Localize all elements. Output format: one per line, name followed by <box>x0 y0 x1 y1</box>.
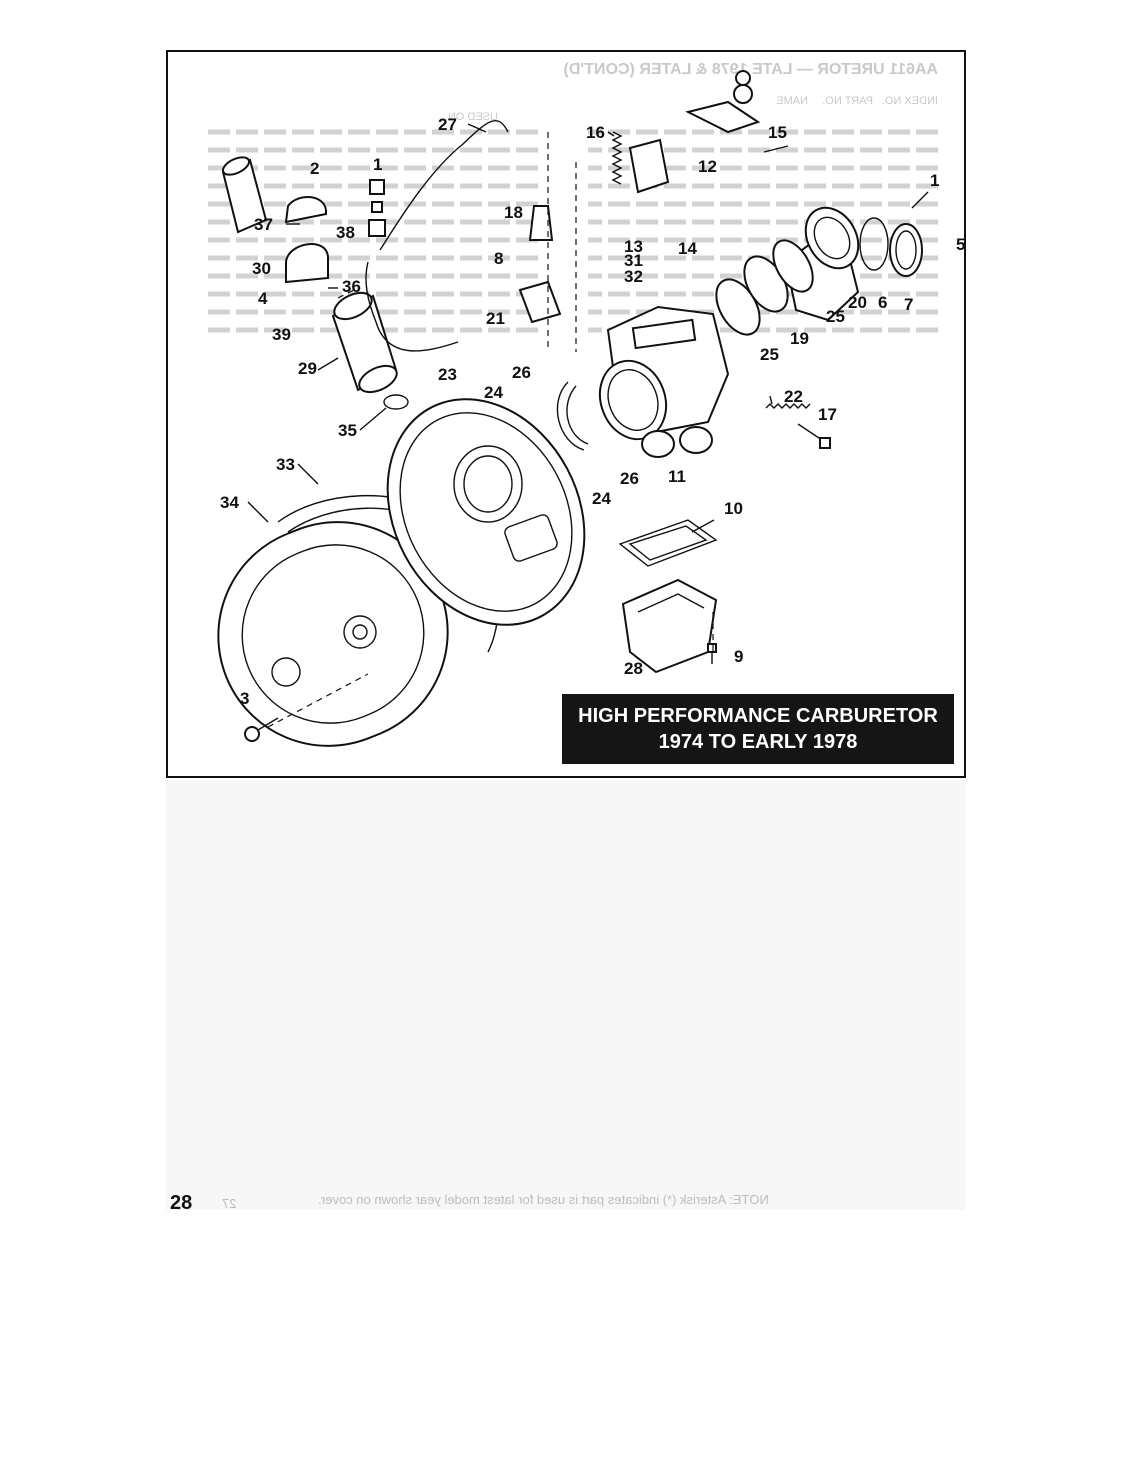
ghost-col-name: NAME <box>776 95 808 107</box>
callout-14: 14 <box>678 239 697 258</box>
callout-4: 4 <box>258 289 268 308</box>
callout-28: 28 <box>624 659 643 678</box>
ghost-col-part: PART NO. <box>822 95 873 107</box>
throttle-cable-27 <box>365 120 509 352</box>
intake-tube-29 <box>331 291 398 394</box>
callout-1-right: 1 <box>930 171 939 190</box>
callout-22: 22 <box>784 387 803 406</box>
callout-34: 34 <box>220 493 239 512</box>
air-cleaner-cover-34 <box>217 521 449 747</box>
enrichener-18 <box>528 205 554 241</box>
diagram-frame: AA611 URETOR — LATE 1978 & LATER (CONT'D… <box>166 50 966 778</box>
backplate-23 <box>386 398 586 626</box>
callout-7: 7 <box>904 295 913 314</box>
page-number: 28 <box>170 1192 193 1214</box>
fittings-column <box>368 179 386 237</box>
callout-10: 10 <box>724 499 743 518</box>
callout-27: 27 <box>438 115 457 134</box>
callout-2: 2 <box>310 159 319 178</box>
callout-24-bottom: 24 <box>592 489 611 508</box>
ghost-footer-note: NOTE: Asterisk (*) indicates part is use… <box>318 1192 769 1207</box>
o-ring-6 <box>859 217 889 271</box>
figure-title-line1: HIGH PERFORMANCE CARBURETOR <box>578 705 938 727</box>
callout-30: 30 <box>252 259 271 278</box>
fuel-line-hose <box>556 381 589 451</box>
spring-16 <box>611 131 623 185</box>
bolt-17 <box>797 423 831 449</box>
callout-11: 11 <box>668 467 686 486</box>
callout-5: 5 <box>956 235 965 254</box>
callout-25-right: 25 <box>826 307 845 326</box>
callout-33: 33 <box>276 455 295 474</box>
carb-top-cover-12 <box>628 138 670 194</box>
callout-17: 17 <box>818 405 837 424</box>
throttle-linkage-15 <box>685 70 761 134</box>
clamps-19-25 <box>715 239 814 336</box>
callout-labels: 1 1 2 3 4 5 6 7 8 9 10 11 12 13 14 15 16… <box>220 115 965 708</box>
figure-title-line2: 1974 TO EARLY 1978 <box>658 731 858 753</box>
figure-title-box: HIGH PERFORMANCE CARBURETOR 1974 TO EARL… <box>562 694 954 764</box>
callout-15: 15 <box>768 123 787 142</box>
callout-26-bottom: 26 <box>620 469 639 488</box>
callout-39: 39 <box>272 325 291 344</box>
callout-24-top: 24 <box>484 383 503 402</box>
gasket-10 <box>618 519 718 567</box>
callout-1-left: 1 <box>373 155 382 174</box>
floats <box>641 426 713 458</box>
callout-16: 16 <box>586 123 605 142</box>
ghost-header: AA611 URETOR — LATE 1978 & LATER (CONT'D… <box>563 61 938 78</box>
callout-9: 9 <box>734 647 743 666</box>
callout-23: 23 <box>438 365 457 384</box>
bracket-21 <box>518 280 562 324</box>
bleed-through-area <box>166 780 966 1210</box>
screw-9 <box>707 643 717 664</box>
callout-31: 31 <box>624 251 643 270</box>
callout-19: 19 <box>790 329 809 348</box>
callout-20: 20 <box>848 293 867 312</box>
clamp-7 <box>889 223 923 277</box>
callout-36: 36 <box>342 277 361 296</box>
callout-37: 37 <box>254 215 273 234</box>
callout-21: 21 <box>486 309 505 328</box>
callout-38: 38 <box>336 223 355 242</box>
callout-12: 12 <box>698 157 717 176</box>
callout-6: 6 <box>878 293 887 312</box>
ghost-page-number: 27 <box>222 1196 237 1211</box>
ghost-col-used: USED ON <box>448 111 498 123</box>
callout-32: 32 <box>624 267 643 286</box>
carburetor-body <box>598 305 730 441</box>
callout-18: 18 <box>504 203 523 222</box>
o-ring-35 <box>383 394 409 410</box>
spring-22 <box>765 403 811 409</box>
callout-13: 13 <box>624 237 643 256</box>
callout-8: 8 <box>494 249 503 268</box>
dash-guides <box>267 132 714 728</box>
callout-29: 29 <box>298 359 317 378</box>
callout-26-top: 26 <box>512 363 531 382</box>
ghost-col-index: INDEX NO. <box>882 95 938 107</box>
cap-piece <box>221 156 268 234</box>
callout-35: 35 <box>338 421 357 440</box>
leader-lines <box>247 123 929 533</box>
throttle-clamp-30-37 <box>284 195 329 284</box>
screw-3 <box>244 717 279 742</box>
callout-3: 3 <box>240 689 249 708</box>
exploded-parts-diagram: AA611 URETOR — LATE 1978 & LATER (CONT'D… <box>208 61 965 747</box>
callout-25-lower: 25 <box>760 345 779 364</box>
